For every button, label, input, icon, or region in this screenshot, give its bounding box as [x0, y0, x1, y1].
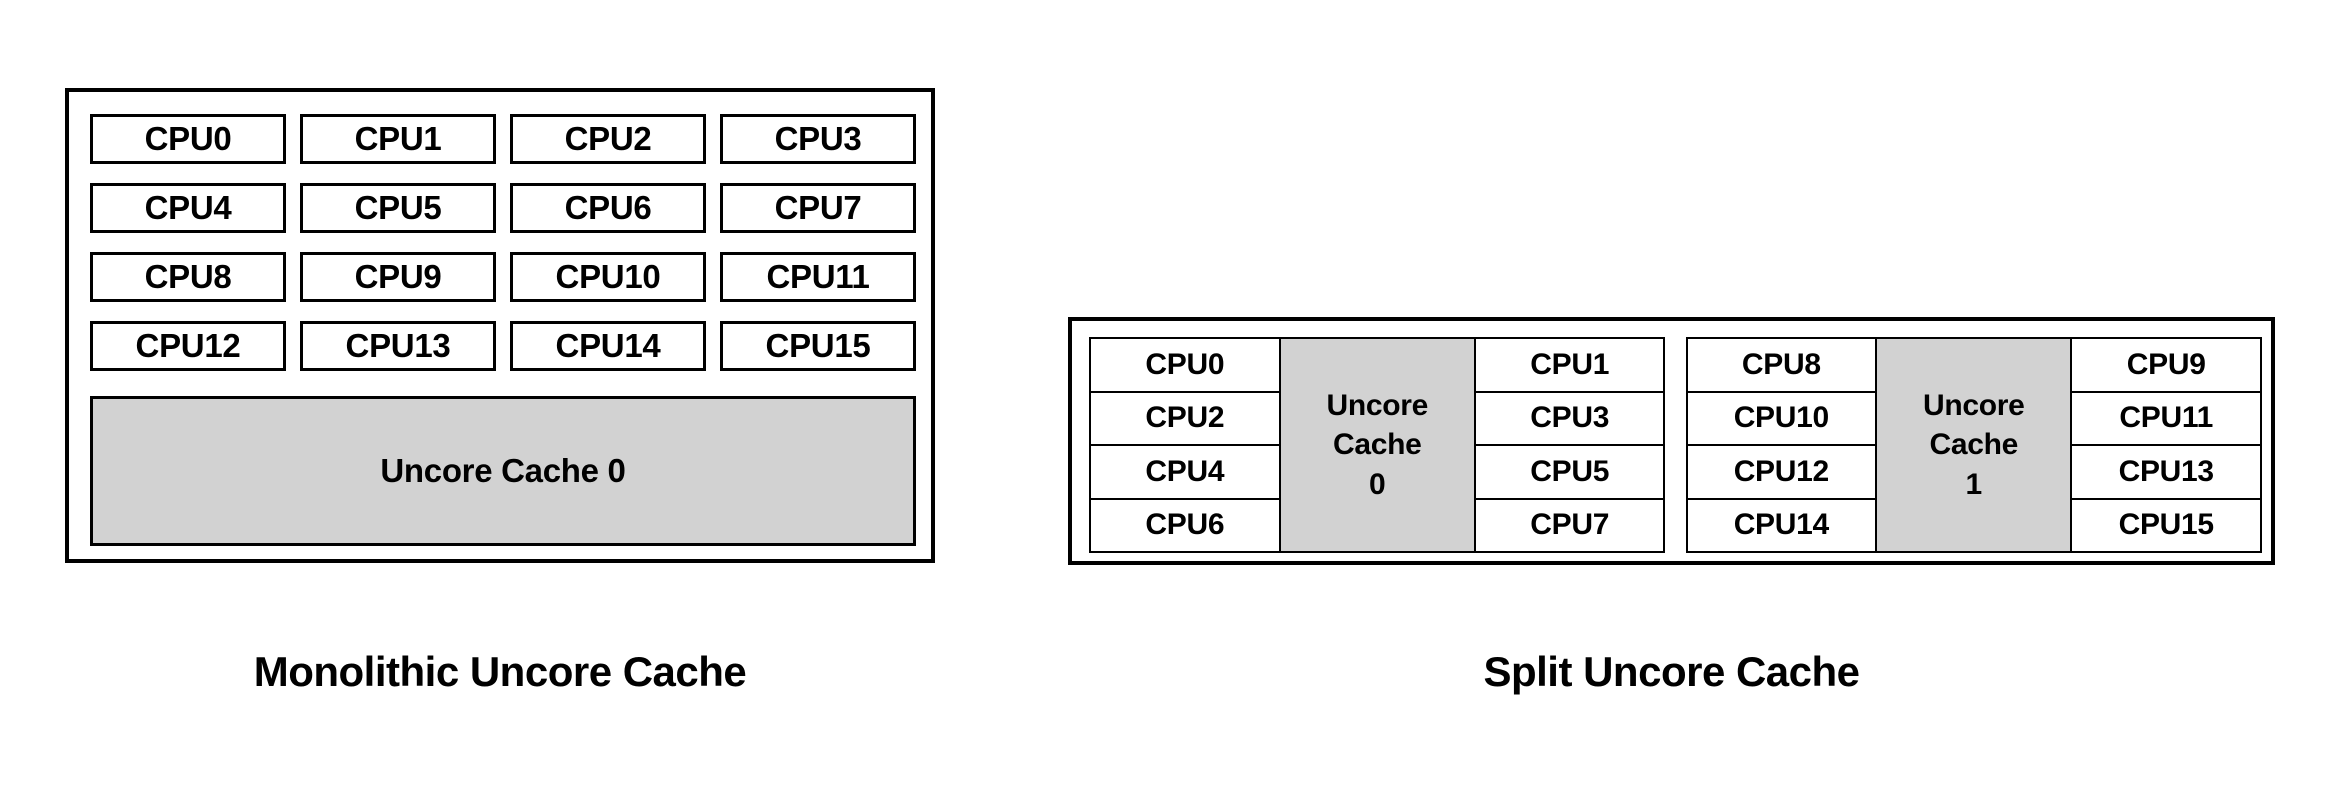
cpu-box: CPU15	[2070, 497, 2262, 553]
cpu-box: CPU10	[510, 252, 706, 302]
cpu-box: CPU11	[720, 252, 916, 302]
cpu-box: CPU5	[300, 183, 496, 233]
cpu-box: CPU11	[2070, 390, 2262, 446]
monolithic-cpu-grid: CPU0 CPU1 CPU2 CPU3 CPU4 CPU5 CPU6 CPU7 …	[90, 114, 916, 371]
cpu-box: CPU13	[2070, 444, 2262, 500]
cache-label-line1: Uncore	[1922, 388, 2025, 422]
cpu-box: CPU5	[1473, 444, 1666, 500]
cpu-box: CPU0	[90, 114, 286, 164]
uncore-cache-block: Uncore Cache 0	[1278, 337, 1476, 553]
cache-label-line3: 1	[1965, 467, 1983, 501]
cpu-box: CPU12	[1685, 444, 1878, 500]
split-caption: Split Uncore Cache	[1483, 648, 1860, 695]
cache-label-line2: Cache	[1332, 428, 1422, 462]
cpu-box: CPU6	[1089, 497, 1281, 553]
cpu-box: CPU4	[1089, 444, 1281, 500]
cpu-box: CPU9	[300, 252, 496, 302]
uncore-cache-block: Uncore Cache 1	[1875, 337, 2073, 553]
cpu-box: CPU13	[300, 321, 496, 371]
split-group: CPU8 CPU10 CPU12 CPU14 Uncore Cache 1 CP…	[1685, 337, 2262, 553]
cache-label-line3: 0	[1369, 467, 1386, 501]
split-group-container: CPU0 CPU2 CPU4 CPU6 Uncore Cache 0 CPU1 …	[1089, 337, 2262, 553]
cpu-box: CPU2	[510, 114, 706, 164]
cpu-box: CPU15	[720, 321, 916, 371]
cache-label-line1: Uncore	[1326, 388, 1429, 422]
split-uncore-diagram: CPU0 CPU2 CPU4 CPU6 Uncore Cache 0 CPU1 …	[1068, 317, 2275, 565]
cpu-box: CPU14	[510, 321, 706, 371]
cpu-box: CPU3	[720, 114, 916, 164]
cpu-box: CPU2	[1089, 390, 1281, 446]
cpu-box: CPU1	[1473, 337, 1666, 393]
uncore-cache-block: Uncore Cache 0	[90, 396, 916, 546]
cpu-box: CPU9	[2070, 337, 2262, 393]
cpu-box: CPU1	[300, 114, 496, 164]
cpu-box: CPU4	[90, 183, 286, 233]
cpu-box: CPU7	[720, 183, 916, 233]
cpu-box: CPU8	[1685, 337, 1878, 393]
cpu-box: CPU10	[1685, 390, 1878, 446]
cpu-box: CPU3	[1473, 390, 1666, 446]
cpu-box: CPU12	[90, 321, 286, 371]
monolithic-caption: Monolithic Uncore Cache	[253, 648, 747, 695]
cpu-box: CPU7	[1473, 497, 1666, 553]
cpu-box: CPU6	[510, 183, 706, 233]
cache-label-line2: Cache	[1929, 428, 2019, 462]
cpu-box: CPU8	[90, 252, 286, 302]
monolithic-uncore-diagram: CPU0 CPU1 CPU2 CPU3 CPU4 CPU5 CPU6 CPU7 …	[65, 88, 935, 563]
cpu-box: CPU14	[1685, 497, 1878, 553]
split-group: CPU0 CPU2 CPU4 CPU6 Uncore Cache 0 CPU1 …	[1089, 337, 1666, 553]
cpu-box: CPU0	[1089, 337, 1281, 393]
